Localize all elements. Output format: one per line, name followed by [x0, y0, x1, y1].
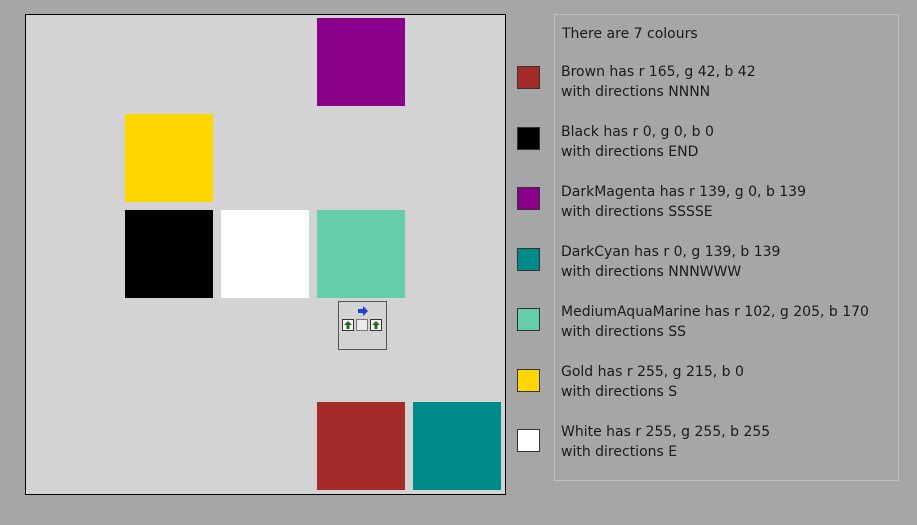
tile-darkmagenta — [317, 18, 405, 106]
legend-row-darkcyan: DarkCyan has r 0, g 139, b 139 with dire… — [561, 242, 780, 282]
legend-row-black: Black has r 0, g 0, b 0 with directions … — [561, 122, 714, 162]
legend-row-line2: with directions NNNWWW — [561, 264, 742, 280]
swatch-white — [517, 429, 540, 452]
legend-row-darkmagenta: DarkMagenta has r 139, g 0, b 139 with d… — [561, 182, 806, 222]
arrow-up-icon — [342, 319, 354, 331]
legend-title: There are 7 colours — [562, 26, 698, 42]
tile-black — [125, 210, 213, 298]
tile-gold — [125, 114, 213, 202]
legend-row-line2: with directions NNNN — [561, 84, 711, 100]
swatch-darkmagenta — [517, 187, 540, 210]
tile-brown — [317, 402, 405, 490]
legend-row-brown: Brown has r 165, g 42, b 42 with directi… — [561, 62, 756, 102]
swatch-mediumaquamarine — [517, 308, 540, 331]
swatch-gold — [517, 369, 540, 392]
legend-row-line1: Black has r 0, g 0, b 0 — [561, 124, 714, 140]
legend-row-white: White has r 255, g 255, b 255 with direc… — [561, 422, 770, 462]
arrow-right-icon — [357, 305, 369, 317]
tile-darkcyan — [413, 402, 501, 490]
swatch-darkcyan — [517, 248, 540, 271]
legend-row-line2: with directions SS — [561, 324, 687, 340]
legend-row-line2: with directions S — [561, 384, 678, 400]
legend-row-line2: with directions E — [561, 444, 678, 460]
legend-row-line2: with directions END — [561, 144, 699, 160]
legend-row-line2: with directions SSSSE — [561, 204, 713, 220]
legend-row-line1: DarkMagenta has r 139, g 0, b 139 — [561, 184, 806, 200]
legend-row-line1: Gold has r 255, g 215, b 0 — [561, 364, 744, 380]
robot-body-square — [356, 319, 368, 331]
colour-legend: There are 7 colours — [554, 14, 899, 481]
game-board — [25, 14, 506, 495]
legend-row-line1: White has r 255, g 255, b 255 — [561, 424, 771, 440]
legend-row-line1: MediumAquaMarine has r 102, g 205, b 170 — [561, 304, 869, 320]
legend-row-mediumaquamarine: MediumAquaMarine has r 102, g 205, b 170… — [561, 302, 869, 342]
swatch-brown — [517, 66, 540, 89]
legend-row-gold: Gold has r 255, g 215, b 0 with directio… — [561, 362, 744, 402]
swatch-black — [517, 127, 540, 150]
tile-mediumaquamarine — [317, 210, 405, 298]
arrow-up-icon — [370, 319, 382, 331]
tile-white — [221, 210, 309, 298]
legend-row-line1: Brown has r 165, g 42, b 42 — [561, 64, 756, 80]
robot-cursor — [338, 301, 387, 350]
legend-row-line1: DarkCyan has r 0, g 139, b 139 — [561, 244, 781, 260]
